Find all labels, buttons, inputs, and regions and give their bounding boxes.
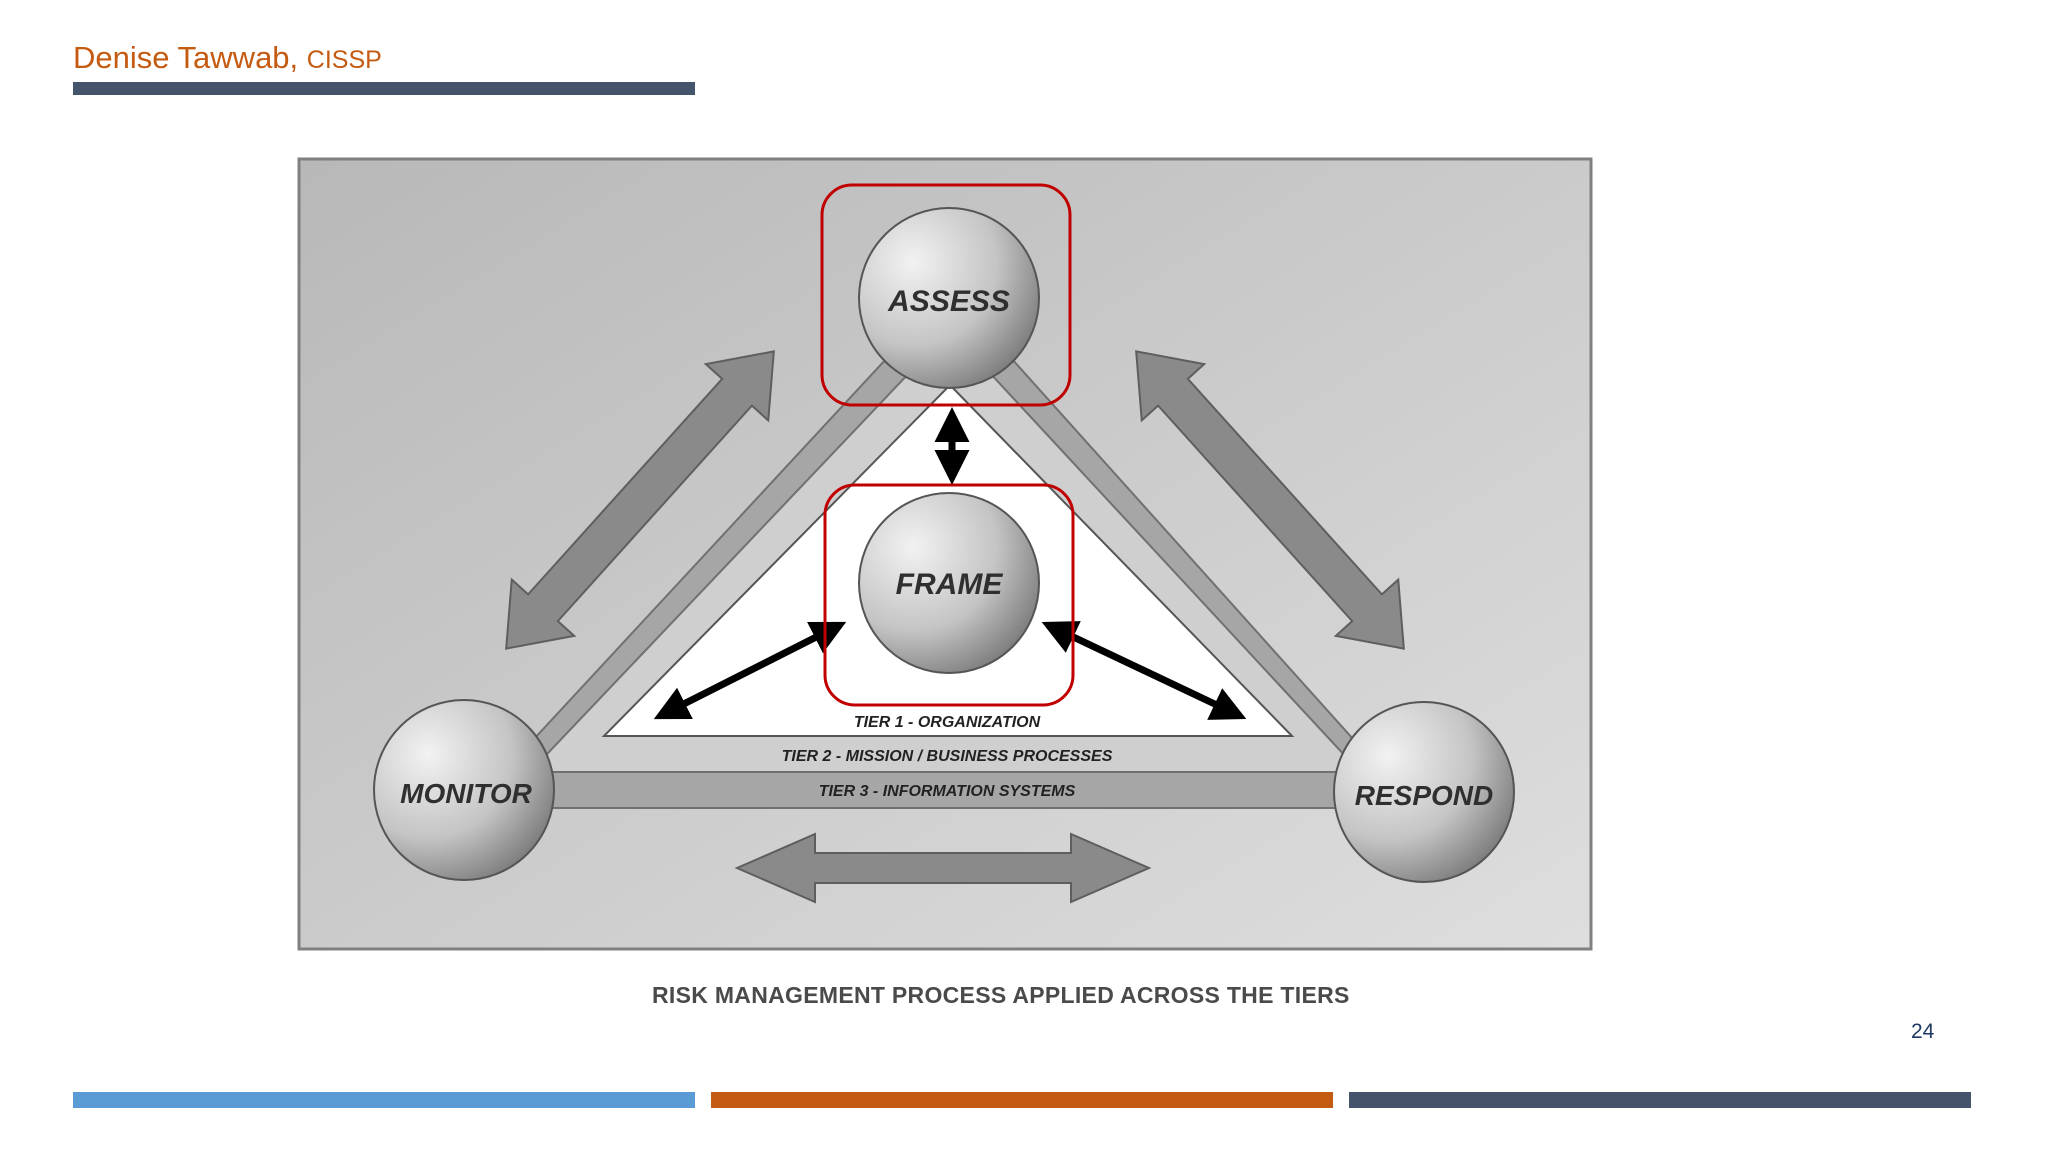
footer-bar-navy bbox=[1349, 1092, 1971, 1108]
frame-node: FRAME bbox=[858, 492, 1040, 674]
monitor-node: MONITOR bbox=[373, 699, 555, 881]
author-credential: CISSP bbox=[306, 46, 382, 74]
assess-label: ASSESS bbox=[887, 285, 1010, 318]
respond-label: RESPOND bbox=[1355, 780, 1493, 811]
double-arrow-left bbox=[505, 350, 775, 650]
author-name-text: Denise Tawwab, bbox=[73, 40, 299, 75]
tier-2-label: TIER 2 - MISSION / BUSINESS PROCESSES bbox=[782, 748, 1113, 765]
risk-management-diagram: TIER 1 - ORGANIZATION TIER 2 - MISSION /… bbox=[297, 157, 1593, 951]
assess-node: ASSESS bbox=[858, 207, 1040, 389]
frame-label: FRAME bbox=[896, 568, 1004, 601]
footer-bar-orange bbox=[711, 1092, 1333, 1108]
monitor-label: MONITOR bbox=[400, 778, 532, 809]
page-number: 24 bbox=[1911, 1020, 1935, 1043]
frame-highlight-box bbox=[823, 483, 1075, 707]
header-accent-bar bbox=[73, 82, 695, 95]
diagram-caption: RISK MANAGEMENT PROCESS APPLIED ACROSS T… bbox=[652, 982, 1350, 1008]
arrow-frame-left bbox=[653, 621, 847, 720]
author-name: Denise Tawwab, CISSP bbox=[73, 40, 382, 76]
respond-node: RESPOND bbox=[1333, 701, 1515, 883]
assess-highlight-box bbox=[820, 183, 1072, 407]
arrow-frame-right bbox=[1041, 621, 1247, 720]
tier-1-label: TIER 1 - ORGANIZATION bbox=[854, 714, 1041, 731]
footer-bar-blue bbox=[73, 1092, 695, 1108]
double-arrow-bottom bbox=[734, 832, 1152, 904]
double-arrow-right bbox=[1135, 350, 1405, 650]
tier-3-label: TIER 3 - INFORMATION SYSTEMS bbox=[819, 783, 1076, 800]
